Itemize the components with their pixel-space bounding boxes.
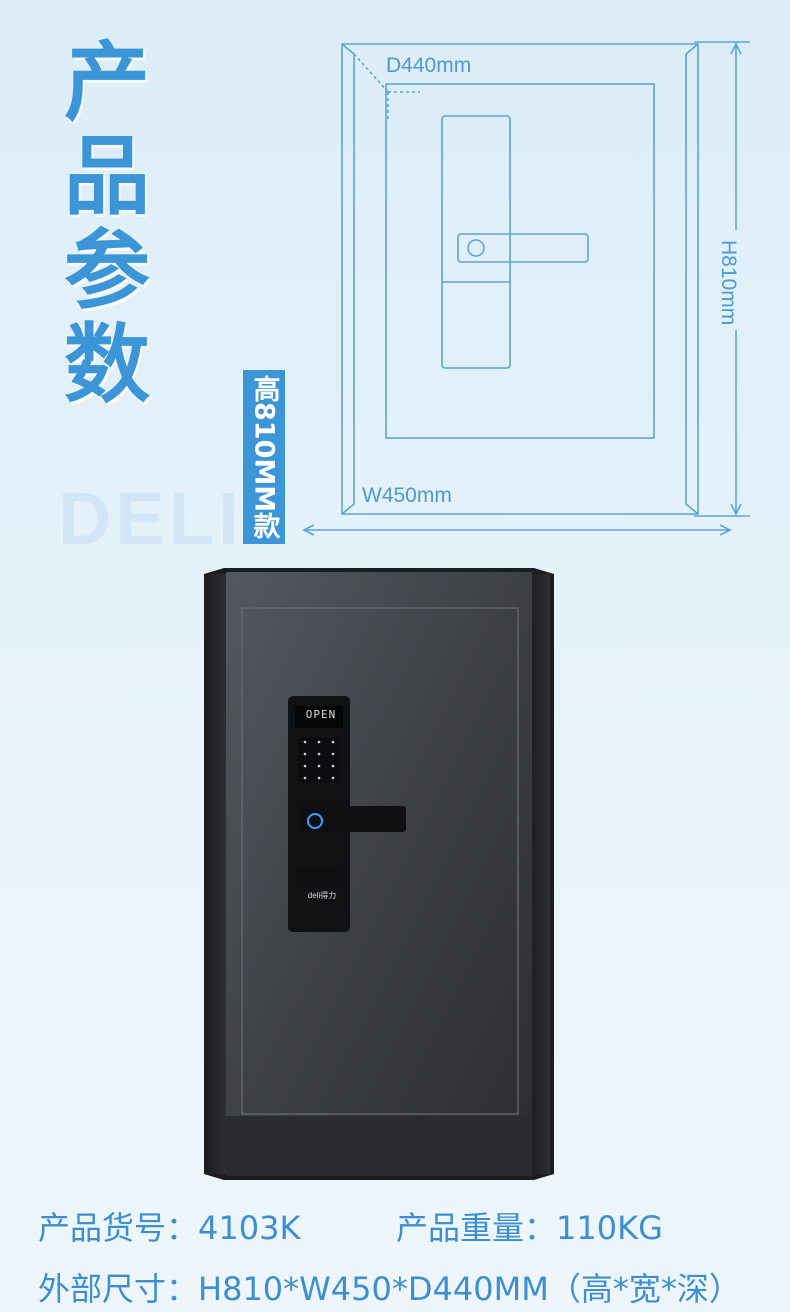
size-label: 外部尺寸： — [38, 1270, 199, 1308]
size-value: H810*W450*D440MM（高*宽*深） — [198, 1270, 741, 1308]
item-number-value: 4103K — [198, 1209, 301, 1247]
title-char: 数 — [64, 315, 150, 415]
dimension-diagram — [302, 41, 750, 536]
title-char: 品 — [64, 127, 150, 227]
lock-brand-logo: deli得力 — [307, 891, 337, 900]
weight-value: 110KG — [556, 1209, 663, 1247]
weight-label: 产品重量： — [396, 1209, 557, 1247]
title-char: 产 — [64, 33, 150, 133]
external-size: 外部尺寸：H810*W450*D440MM（高*宽*深） — [38, 1264, 741, 1310]
item-number-label: 产品货号： — [38, 1209, 199, 1247]
depth-label: D440mm — [386, 54, 472, 77]
safe-image — [204, 568, 554, 1180]
product-weight: 产品重量：110KG — [396, 1203, 663, 1249]
brand-watermark: DELI — [58, 477, 243, 560]
title-char: 参 — [64, 221, 150, 321]
lock-display-text: OPEN — [305, 708, 337, 721]
item-number: 产品货号：4103K — [38, 1203, 300, 1249]
page-title: 产 品 参 数 — [52, 36, 162, 412]
height-label: H810mm — [717, 240, 740, 326]
variant-badge: 高810MM款 — [243, 370, 285, 544]
width-label: W450mm — [362, 484, 452, 507]
